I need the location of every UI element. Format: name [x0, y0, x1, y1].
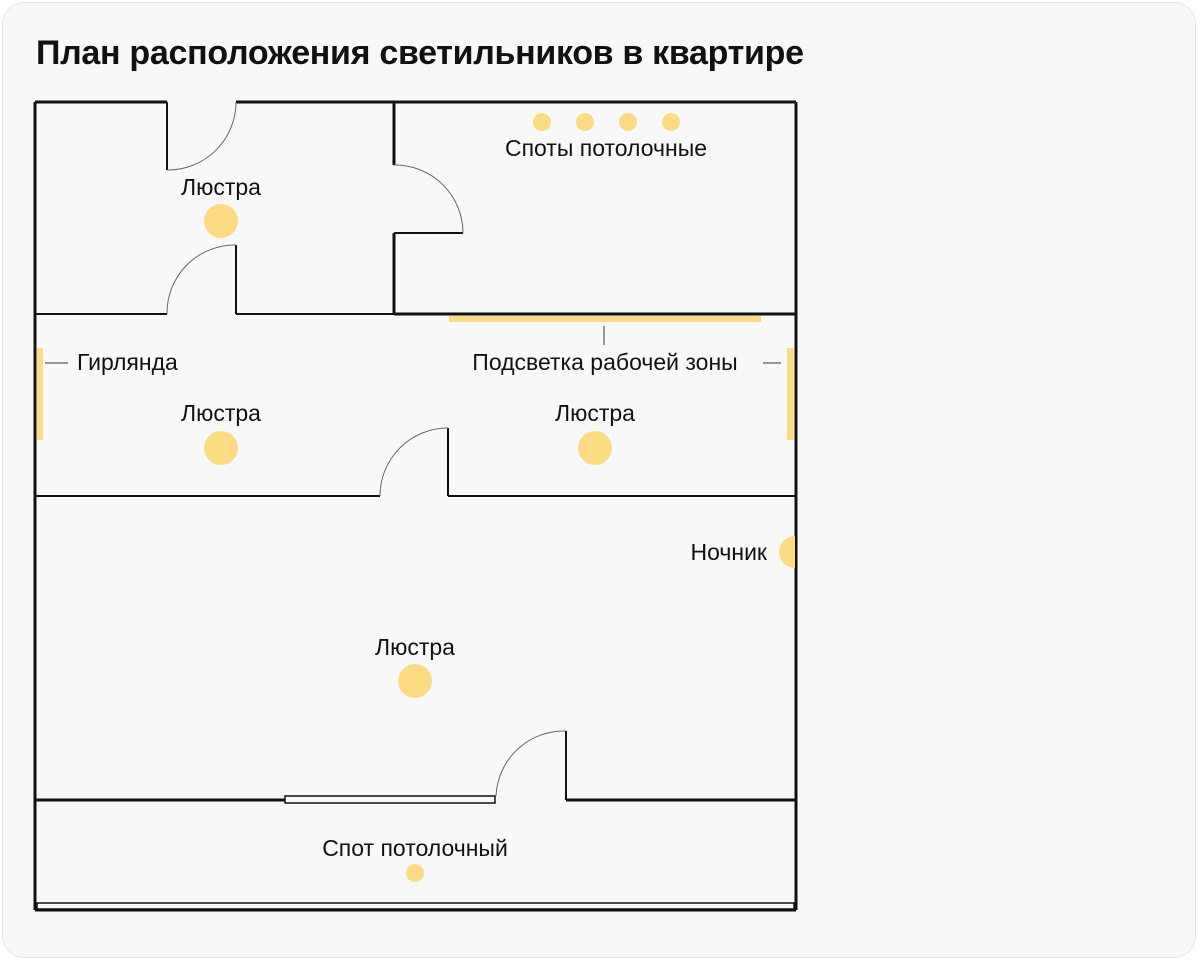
door-office: [393, 164, 464, 234]
night-light-mark: [779, 536, 795, 568]
door-middle: [379, 427, 449, 497]
label-chandelier-big: Люстра: [375, 634, 455, 660]
spot-bottom-mark: [406, 864, 424, 882]
label-chandelier-left: Люстра: [181, 400, 261, 426]
door-entrance: [166, 101, 237, 171]
windows: [36, 795, 795, 910]
chandelier-left-mark: [204, 431, 238, 465]
page-title: План расположения светильников в квартир…: [36, 34, 804, 72]
spot-mark-4: [662, 113, 680, 131]
chandelier-right-mark: [578, 431, 612, 465]
spot-mark-1: [533, 113, 551, 131]
interior-walls: [35, 102, 796, 802]
door-balcony: [495, 730, 567, 797]
window-bottom: [36, 902, 795, 910]
label-chandelier-hall: Люстра: [181, 174, 261, 200]
window-balcony: [284, 795, 496, 804]
label-chandelier-right: Люстра: [555, 400, 635, 426]
work-zone-side-strip: [787, 348, 794, 440]
light-fixtures: [37, 113, 795, 882]
label-garland: Гирлянда: [77, 349, 178, 375]
leader-lines: [45, 326, 781, 364]
label-night-light: Ночник: [691, 539, 768, 565]
spot-mark-2: [576, 113, 594, 131]
work-zone-strip: [449, 316, 761, 322]
chandelier-hall-mark: [204, 204, 238, 238]
garland-strip: [37, 348, 43, 440]
label-spot-ceiling: Спот потолочный: [322, 835, 508, 861]
spot-mark-3: [619, 113, 637, 131]
door-hall: [166, 244, 237, 315]
label-spots-ceiling: Споты потолочные: [505, 135, 707, 161]
label-work-zone-light: Подсветка рабочей зоны: [472, 349, 737, 375]
outer-walls: [33, 100, 798, 912]
door-swings: [166, 101, 567, 797]
chandelier-big-mark: [398, 664, 432, 698]
